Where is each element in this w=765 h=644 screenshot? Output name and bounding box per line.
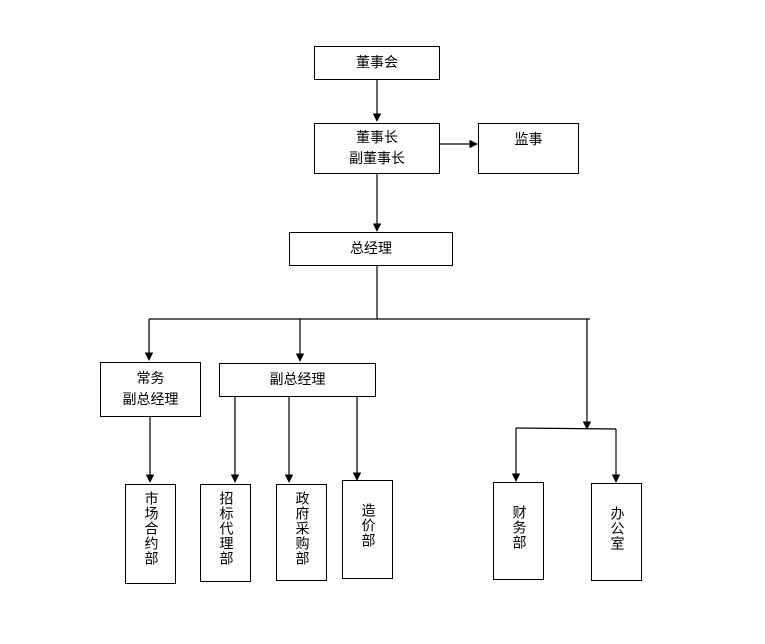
node-gm-label: 总经理 (350, 240, 392, 257)
node-exec-vgm-label-1: 常务 (136, 370, 165, 387)
node-chairman-label-2: 副董事长 (349, 150, 405, 167)
node-office: 办公室 (591, 483, 642, 581)
node-board-label: 董事会 (356, 54, 398, 71)
node-chairman-label-1: 董事长 (356, 129, 398, 146)
node-board: 董事会 (314, 46, 440, 80)
node-procurement-label: 政府采购部 (293, 491, 310, 566)
link-right-bus (515, 427, 617, 430)
node-cost-label: 造价部 (359, 503, 376, 548)
node-gov-procurement-dept: 政府采购部 (276, 484, 327, 581)
node-finance-label: 财务部 (510, 505, 527, 550)
node-office-label: 办公室 (608, 506, 625, 551)
node-chairman: 董事长 副董事长 (314, 123, 440, 174)
node-supervisor: 监事 (478, 123, 579, 174)
node-market-contract-dept: 市场合约部 (125, 484, 176, 584)
node-cost-dept: 造价部 (342, 480, 393, 579)
node-exec-vgm-label-2: 副总经理 (122, 391, 179, 408)
node-exec-vice-gm: 常务 副总经理 (100, 362, 201, 417)
node-supervisor-label: 监事 (514, 132, 543, 148)
node-vice-gm: 副总经理 (219, 363, 376, 397)
node-market-label: 市场合约部 (142, 491, 159, 566)
node-bidding-agency-dept: 招标代理部 (200, 484, 251, 582)
node-vgm-label: 副总经理 (269, 371, 326, 388)
node-general-manager: 总经理 (289, 232, 453, 266)
node-bidding-label: 招标代理部 (217, 491, 234, 566)
node-finance-dept: 财务部 (493, 482, 544, 580)
